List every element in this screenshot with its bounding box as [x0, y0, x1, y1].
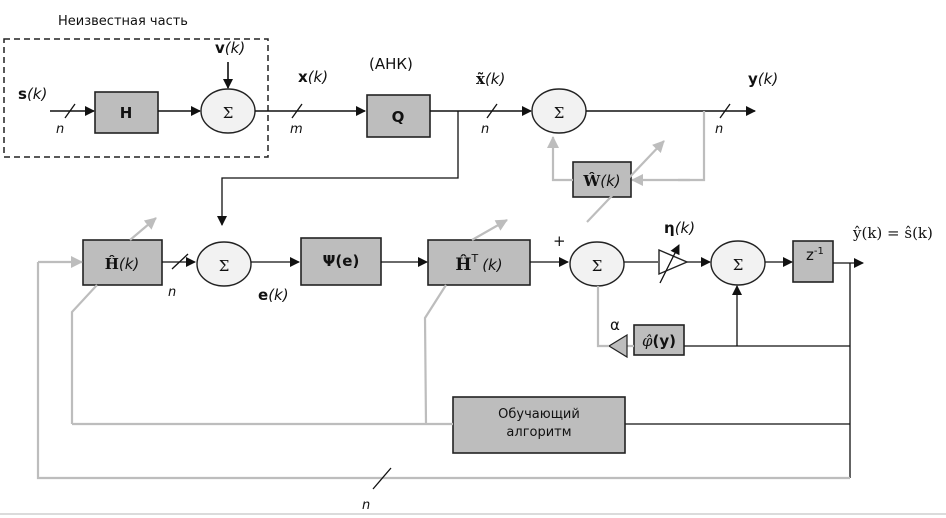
block-Psi-label: Ψ(e)	[323, 252, 360, 270]
bus-slash	[372, 467, 392, 490]
bus-slash	[291, 103, 303, 119]
block-Q-label: Q	[392, 108, 405, 126]
bus-slash	[64, 103, 76, 119]
adapt-arrow-eta	[659, 244, 680, 284]
block-phi-hat	[633, 324, 685, 356]
block-z-inverse-label: z-1	[806, 246, 824, 264]
adapt-arrow-H-hat	[129, 217, 157, 241]
sum-symbol: Σ	[554, 104, 565, 122]
sum-symbol: Σ	[219, 257, 230, 275]
dim-n-label: n	[56, 122, 64, 137]
line-learning-to-H-hat	[70, 284, 98, 424]
signal-y-label: y(k)	[748, 70, 778, 88]
anc-label: (АНК)	[369, 55, 413, 73]
signal-xtilde-label: x̃(k)	[476, 70, 505, 88]
signal-x-label: x(k)	[298, 68, 328, 86]
signal-v-label: v(k)	[215, 39, 245, 57]
sum-symbol: Σ	[223, 104, 234, 122]
adapt-arrow-H-hat-T	[471, 219, 508, 241]
dim-n-label: n	[168, 285, 176, 300]
summator-3	[196, 241, 252, 287]
signal-e-label: e(k)	[258, 286, 289, 304]
signal-s-label: s(k)	[18, 85, 47, 103]
gain-eta	[658, 248, 689, 276]
alpha-label: α	[610, 316, 620, 334]
line-learning-to-H-hat-T	[423, 284, 447, 425]
learning-line-2: алгоритм	[506, 425, 571, 440]
block-H	[94, 91, 159, 134]
arrow-W-to-sum2	[547, 136, 573, 182]
block-z-inverse	[792, 240, 834, 283]
block-H-hat	[82, 239, 163, 286]
bus-slash	[719, 103, 731, 119]
bus-slash	[171, 253, 189, 270]
dim-n-label: n	[481, 122, 489, 137]
block-H-label: H	[120, 104, 133, 122]
line-y-to-W	[678, 111, 706, 182]
block-Q	[366, 94, 431, 138]
adapt-arrow-W	[586, 140, 665, 223]
block-H-hat-label: Ĥ(k)	[105, 255, 140, 273]
signal-eta-label: η(k)	[664, 219, 695, 237]
unknown-part-label: Неизвестная часть	[58, 14, 188, 29]
block-W-hat	[572, 161, 632, 198]
bus-slash	[486, 103, 498, 119]
dim-n-label: n	[362, 498, 370, 513]
line-xtilde-to-sum3	[217, 111, 459, 226]
unknown-part-boundary	[3, 38, 269, 158]
block-Psi	[300, 237, 382, 286]
line-outer-feedback	[36, 262, 850, 480]
block-W-hat-label: Ŵ(k)	[582, 172, 620, 190]
dim-n-label: n	[715, 122, 723, 137]
sum-symbol: Σ	[733, 256, 744, 274]
block-learning-algorithm	[452, 396, 626, 454]
block-phi-hat-label: φ̂(y)	[642, 332, 676, 350]
dim-m-label: m	[290, 122, 303, 137]
plus-sign: +	[553, 232, 566, 250]
block-H-hat-T-label: ĤT(k)	[455, 252, 502, 275]
line-alpha-to-sum4	[596, 286, 609, 348]
gain-alpha	[607, 333, 628, 359]
learning-line-1: Обучающий	[498, 407, 580, 422]
sum-symbol: Σ	[592, 257, 603, 275]
output-y-hat-label: ŷ(k) = ŝ(k)	[852, 224, 933, 242]
block-H-hat-T	[427, 239, 531, 286]
